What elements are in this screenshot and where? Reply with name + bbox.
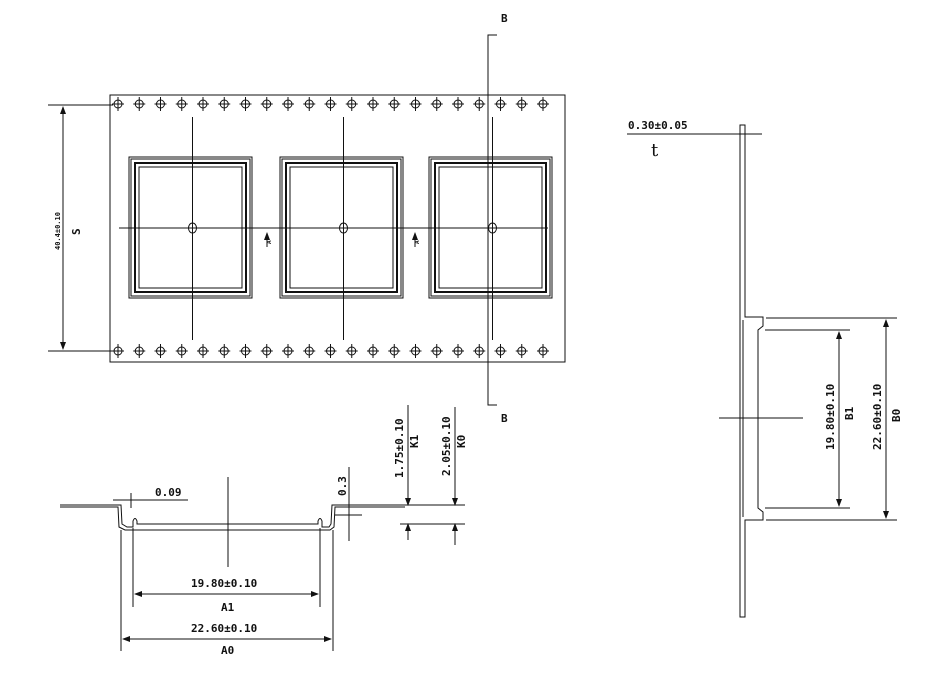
b1-label: B1	[843, 406, 856, 420]
sprocket-hole	[154, 344, 167, 358]
tape-side-profile	[739, 124, 764, 618]
sprocket-hole	[282, 344, 294, 358]
sprocket-hole	[494, 344, 507, 358]
section-label-top: B	[501, 12, 508, 25]
view-arrow-2-label: A	[414, 240, 421, 244]
t-value: 0.30±0.05	[628, 119, 688, 132]
section-a-view: 0.09 0.3 1.75±0.10 K1 2.05±0.10 K0 19.80…	[60, 405, 468, 657]
sprocket-hole	[282, 97, 294, 111]
sprocket-hole	[430, 344, 443, 358]
a0-label: A0	[221, 644, 234, 657]
k0-value: 2.05±0.10	[440, 416, 453, 476]
sprocket-hole	[430, 97, 443, 111]
sprocket-hole	[345, 97, 358, 111]
sprocket-hole	[260, 344, 273, 358]
sprocket-hole	[133, 344, 146, 358]
sprocket-hole	[197, 97, 209, 111]
sprocket-hole	[537, 344, 549, 358]
sprocket-hole	[388, 97, 401, 111]
sprocket-hole	[239, 97, 252, 111]
t-label: t	[651, 140, 659, 161]
width-symbol: S	[70, 228, 83, 235]
sprocket-hole	[367, 344, 379, 358]
width-dim-value: 40.4±0.10	[54, 212, 62, 250]
sprocket-hole	[197, 344, 209, 358]
sprocket-hole	[494, 97, 507, 111]
view-arrow-1-label: A	[266, 240, 273, 244]
sprocket-hole	[537, 97, 549, 111]
k1-label: K1	[408, 434, 421, 448]
a1-label: A1	[221, 601, 235, 614]
sprocket-hole	[409, 97, 422, 111]
sprocket-hole	[388, 344, 401, 358]
a1-value: 19.80±0.10	[191, 577, 257, 590]
sprocket-hole	[303, 97, 316, 111]
section-label-bottom: B	[501, 412, 508, 425]
sprocket-hole	[112, 97, 124, 111]
b1-value: 19.80±0.10	[824, 384, 837, 450]
sprocket-hole	[133, 97, 146, 111]
b0-label: B0	[890, 409, 903, 422]
k1-value: 1.75±0.10	[393, 418, 406, 478]
dim-0-3: 0.3	[336, 476, 349, 496]
sprocket-hole	[345, 344, 358, 358]
k0-label: K0	[455, 435, 468, 448]
a0-value: 22.60±0.10	[191, 622, 257, 635]
b0-value: 22.60±0.10	[871, 384, 884, 450]
sprocket-hole	[218, 344, 231, 358]
sprocket-hole	[112, 344, 124, 358]
tape-outline	[109, 94, 566, 363]
sprocket-hole	[452, 97, 464, 111]
sprocket-hole	[175, 344, 188, 358]
top-view: B B A A 40.4±0.10 S	[48, 12, 566, 425]
dim-0-09: 0.09	[155, 486, 182, 499]
sprocket-holes	[112, 97, 549, 358]
sprocket-hole	[239, 344, 252, 358]
sprocket-hole	[175, 97, 188, 111]
sprocket-hole	[452, 344, 464, 358]
sprocket-hole	[473, 97, 486, 111]
sprocket-hole	[324, 97, 337, 111]
sprocket-hole	[473, 344, 486, 358]
sprocket-hole	[218, 97, 231, 111]
sprocket-hole	[409, 344, 422, 358]
sprocket-hole	[154, 97, 167, 111]
sprocket-hole	[260, 97, 273, 111]
section-line-b	[487, 34, 497, 406]
section-b-view: 0.30±0.05 t 19.80±0.10 B1 22.60±0.10 B0	[627, 119, 903, 618]
sprocket-hole	[303, 344, 316, 358]
sprocket-hole	[515, 97, 528, 111]
sprocket-hole	[324, 344, 337, 358]
tape-profile	[60, 504, 410, 528]
sprocket-hole	[367, 97, 379, 111]
sprocket-hole	[515, 344, 528, 358]
